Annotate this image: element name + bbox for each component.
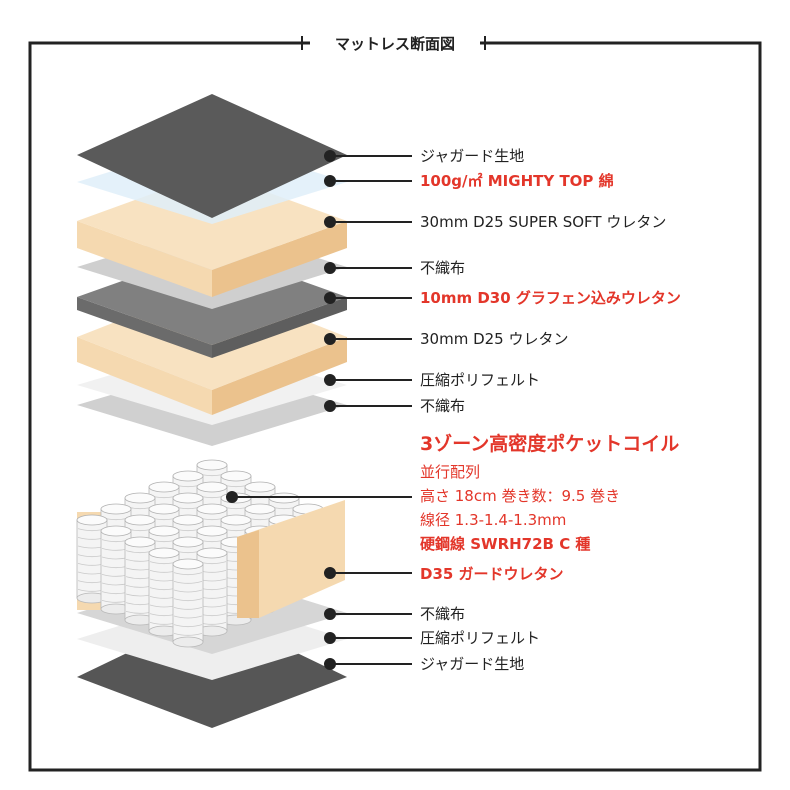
label-urethane-d25: 30mm D25 ウレタン [420,330,569,348]
label-nonwoven-1: 不織布 [420,259,466,277]
label-super-soft: 30mm D25 SUPER SOFT ウレタン [420,213,667,231]
label-mighty-top: 100g/㎡ MIGHTY TOP 綿 [420,172,614,190]
diagram-title: マットレス断面図 [310,30,480,58]
label-coil-height: 高さ 18cm 巻き数：9.5 巻き [420,487,621,505]
label-felt-1: 圧縮ポリフェルト [420,371,541,389]
leader-lines [226,150,412,670]
label-coil-steel: 硬鋼線 SWRH72B C 種 [420,535,591,553]
label-nonwoven-2: 不織布 [420,397,466,415]
label-coil-title: 3ゾーン高密度ポケットコイル [420,433,680,455]
label-felt-2: 圧縮ポリフェルト [420,629,541,647]
guard-urethane-right [237,500,345,618]
guard-urethane-right-side [237,530,259,618]
layer-jacquard-top [77,94,347,218]
label-jacquard-bottom: ジャガード生地 [420,655,525,673]
label-graphene: 10mm D30 グラフェン込みウレタン [420,289,681,307]
pocket-coil-unit [76,459,345,648]
label-coil-layout: 並行配列 [420,463,481,481]
label-nonwoven-3: 不織布 [420,605,466,623]
label-jacquard-top: ジャガード生地 [420,147,525,165]
pocket-coil [172,558,204,648]
label-coil-wire: 線径 1.3-1.4-1.3mm [420,511,567,529]
label-guard: D35 ガードウレタン [420,565,564,583]
